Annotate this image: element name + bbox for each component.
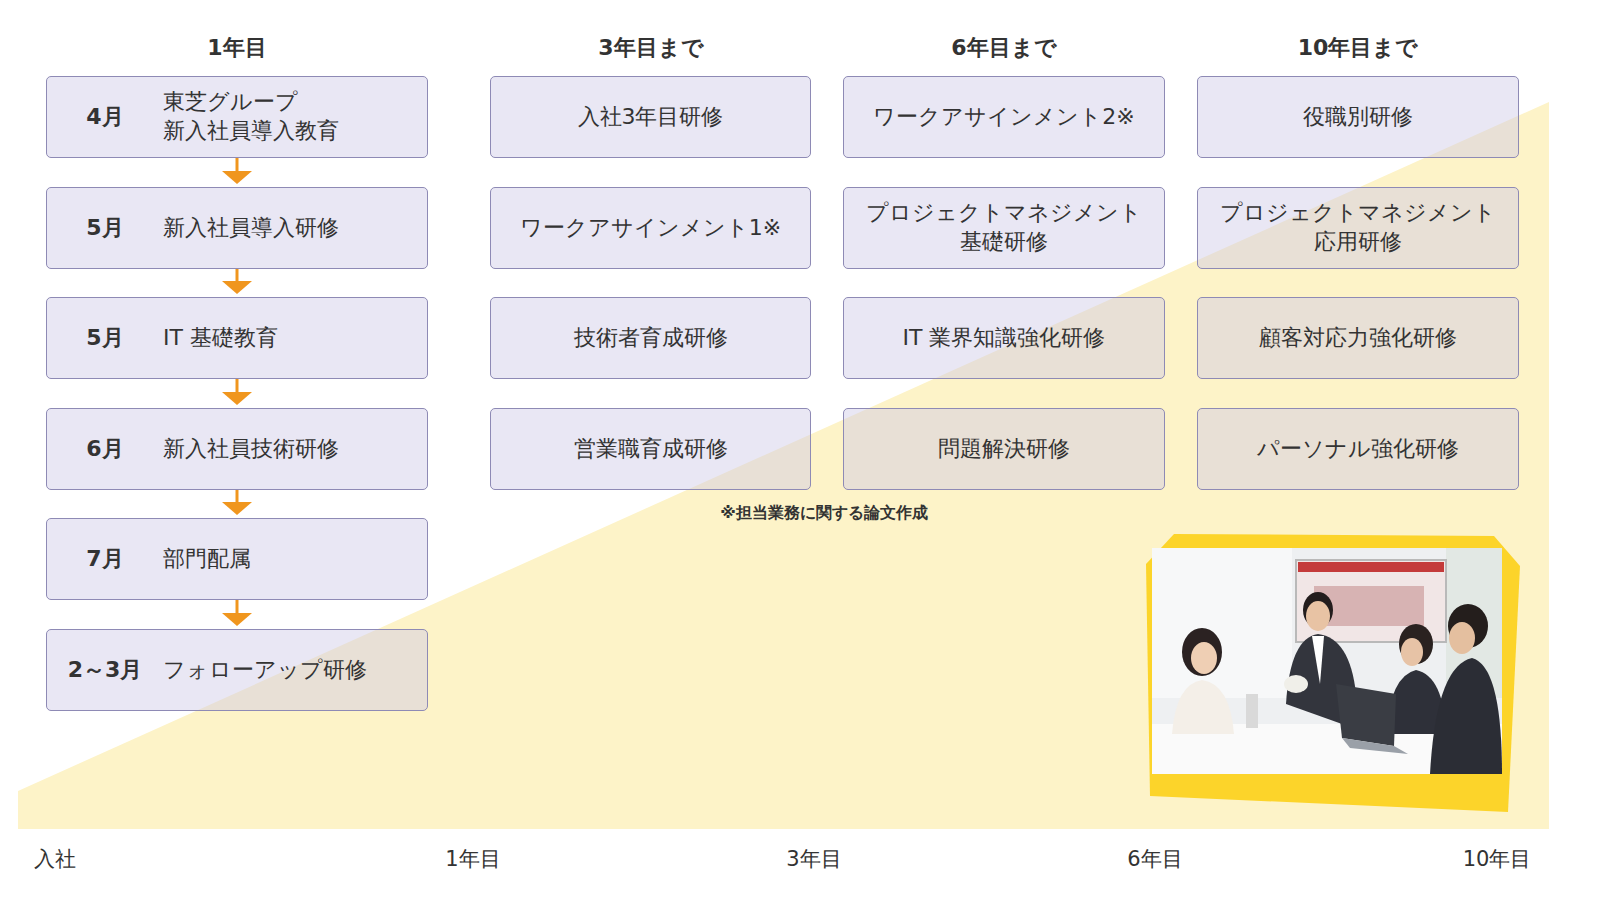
month-label: 5月 bbox=[47, 214, 163, 243]
column-heading: 3年目まで bbox=[598, 33, 703, 63]
flow-arrow bbox=[222, 158, 252, 184]
arrow-stem bbox=[236, 490, 239, 503]
training-name: 部門配属 bbox=[163, 545, 417, 574]
axis-label: 入社 bbox=[34, 845, 76, 873]
flow-arrow bbox=[222, 379, 252, 405]
training-box: 入社3年目研修 bbox=[490, 76, 811, 158]
photo-cup bbox=[1246, 694, 1258, 728]
schedule-box: 4月東芝グループ 新入社員導入教育 bbox=[46, 76, 428, 158]
flow-arrow bbox=[222, 490, 252, 515]
training-name: IT 基礎教育 bbox=[163, 324, 417, 353]
column-heading: 10年目まで bbox=[1298, 33, 1419, 63]
arrow-stem bbox=[236, 269, 239, 282]
training-name: 東芝グループ 新入社員導入教育 bbox=[163, 88, 417, 145]
training-box: パーソナル強化研修 bbox=[1197, 408, 1519, 490]
training-box: ワークアサインメント1※ bbox=[490, 187, 811, 269]
photo-shirt bbox=[1312, 636, 1324, 684]
photo-wall bbox=[1152, 548, 1292, 698]
training-name: フォローアップ研修 bbox=[163, 656, 417, 685]
axis-label: 3年目 bbox=[786, 845, 841, 873]
flow-arrow bbox=[222, 600, 252, 626]
training-name: ワークアサインメント1※ bbox=[520, 214, 781, 243]
column-heading: 6年目まで bbox=[951, 33, 1056, 63]
axis-label: 6年目 bbox=[1127, 845, 1182, 873]
arrow-head bbox=[222, 281, 252, 294]
month-label: 7月 bbox=[47, 545, 163, 574]
axis-label: 10年目 bbox=[1463, 845, 1532, 873]
photo-face bbox=[1449, 622, 1475, 654]
schedule-box: 7月部門配属 bbox=[46, 518, 428, 600]
arrow-head bbox=[222, 171, 252, 184]
training-name: 営業職育成研修 bbox=[574, 435, 728, 464]
column-heading: 1年目 bbox=[207, 33, 266, 63]
training-box: 問題解決研修 bbox=[843, 408, 1165, 490]
photo-hands bbox=[1284, 675, 1308, 693]
training-box: IT 業界知識強化研修 bbox=[843, 297, 1165, 379]
training-box: 役職別研修 bbox=[1197, 76, 1519, 158]
footnote: ※担当業務に関する論文作成 bbox=[720, 503, 928, 524]
training-name: 新入社員導入研修 bbox=[163, 214, 417, 243]
photo-screen-band bbox=[1298, 562, 1444, 572]
photo-person bbox=[1172, 680, 1234, 734]
training-box: 営業職育成研修 bbox=[490, 408, 811, 490]
training-name: IT 業界知識強化研修 bbox=[903, 324, 1106, 353]
month-label: 6月 bbox=[47, 435, 163, 464]
training-box: プロジェクトマネジメント 応用研修 bbox=[1197, 187, 1519, 269]
photo-face bbox=[1191, 642, 1217, 674]
training-name: 新入社員技術研修 bbox=[163, 435, 417, 464]
photo-laptop bbox=[1336, 684, 1396, 746]
axis-label: 1年目 bbox=[445, 845, 500, 873]
training-name: 問題解決研修 bbox=[938, 435, 1070, 464]
training-box: プロジェクトマネジメント 基礎研修 bbox=[843, 187, 1165, 269]
training-name: 顧客対応力強化研修 bbox=[1259, 324, 1457, 353]
month-label: 5月 bbox=[47, 324, 163, 353]
photo-face bbox=[1306, 601, 1330, 631]
photo-background bbox=[1152, 548, 1502, 774]
arrow-head bbox=[222, 613, 252, 626]
arrow-stem bbox=[236, 600, 239, 614]
training-name: プロジェクトマネジメント 基礎研修 bbox=[858, 199, 1150, 256]
growth-triangle bbox=[18, 102, 1549, 829]
arrow-stem bbox=[236, 158, 239, 172]
month-label: 2～3月 bbox=[47, 656, 163, 685]
training-name: プロジェクトマネジメント 応用研修 bbox=[1212, 199, 1504, 256]
arrow-head bbox=[222, 392, 252, 405]
photo-person bbox=[1182, 628, 1222, 676]
training-name: パーソナル強化研修 bbox=[1257, 435, 1459, 464]
schedule-box: 6月新入社員技術研修 bbox=[46, 408, 428, 490]
flow-arrow bbox=[222, 269, 252, 294]
photo-frame bbox=[1146, 534, 1520, 812]
office-photo bbox=[1146, 534, 1530, 814]
training-box: ワークアサインメント2※ bbox=[843, 76, 1165, 158]
photo-laptop bbox=[1342, 738, 1408, 754]
training-name: ワークアサインメント2※ bbox=[873, 103, 1134, 132]
photo-face bbox=[1401, 638, 1423, 666]
training-name: 技術者育成研修 bbox=[574, 324, 728, 353]
training-box: 技術者育成研修 bbox=[490, 297, 811, 379]
training-box: 顧客対応力強化研修 bbox=[1197, 297, 1519, 379]
photo-person bbox=[1430, 658, 1502, 774]
schedule-box: 5月IT 基礎教育 bbox=[46, 297, 428, 379]
arrow-head bbox=[222, 502, 252, 515]
schedule-box: 2～3月フォローアップ研修 bbox=[46, 629, 428, 711]
training-name: 役職別研修 bbox=[1303, 103, 1413, 132]
training-name: 入社3年目研修 bbox=[578, 103, 724, 132]
arrow-stem bbox=[236, 379, 239, 393]
schedule-box: 5月新入社員導入研修 bbox=[46, 187, 428, 269]
month-label: 4月 bbox=[47, 103, 163, 132]
